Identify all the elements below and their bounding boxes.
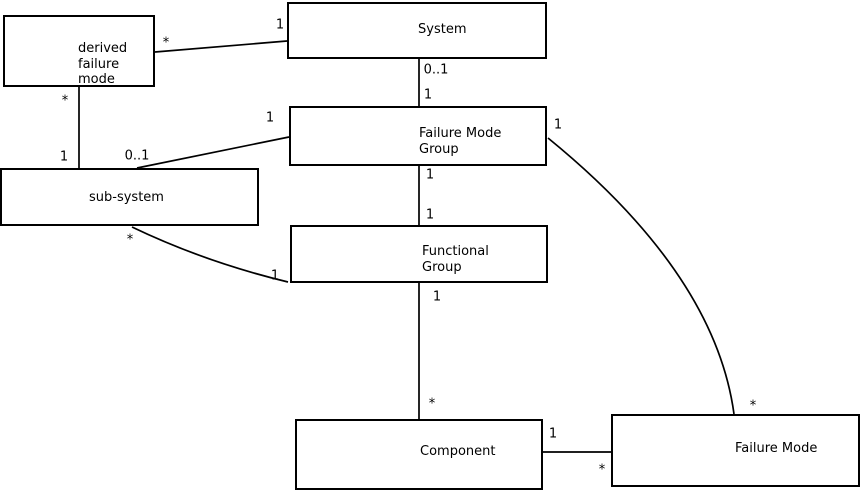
multiplicity-label: 1 (432, 289, 442, 305)
multiplicity-label: * (61, 93, 69, 109)
multiplicity-label: 1 (59, 149, 69, 165)
multiplicity-label: * (598, 462, 606, 478)
multiplicity-label: 1 (423, 87, 433, 103)
multiplicity-label: 1 (270, 268, 280, 284)
entity-label: sub-system (89, 190, 164, 205)
entity-component: Component (295, 419, 543, 490)
multiplicity-label: 1 (553, 117, 563, 133)
multiplicity-label: 1 (275, 17, 285, 33)
multiplicity-label: * (162, 35, 170, 51)
entity-label: System (418, 22, 467, 37)
multiplicity-label: 1 (265, 110, 275, 126)
entity-label: Functional Group (422, 244, 489, 275)
multiplicity-label: 0..1 (124, 148, 150, 164)
entity-system: System (287, 2, 547, 59)
multiplicity-label: * (749, 398, 757, 414)
entity-sub-system: sub-system (0, 168, 259, 226)
entity-label: derived failure mode (78, 41, 128, 87)
entity-derived-failure-mode: derived failure mode (3, 15, 155, 87)
association-sub-system-failure-mode-group (136, 136, 290, 169)
association-derived-failure-mode-system (154, 40, 288, 53)
entity-failure-mode: Failure Mode (611, 414, 860, 487)
multiplicity-label: * (428, 396, 436, 412)
entity-functional-group: Functional Group (290, 225, 548, 283)
association-sub-system-functional-group (131, 226, 289, 283)
multiplicity-label: 1 (425, 207, 435, 223)
entity-label: Failure Mode Group (419, 126, 502, 157)
multiplicity-label: 1 (548, 426, 558, 442)
multiplicity-label: * (126, 232, 134, 248)
multiplicity-label: 1 (425, 167, 435, 183)
association-failure-mode-group-failure-mode (547, 137, 735, 415)
entity-failure-mode-group: Failure Mode Group (289, 106, 547, 166)
entity-label: Component (420, 444, 496, 459)
entity-label: Failure Mode (735, 441, 818, 456)
multiplicity-label: 0..1 (423, 62, 449, 78)
